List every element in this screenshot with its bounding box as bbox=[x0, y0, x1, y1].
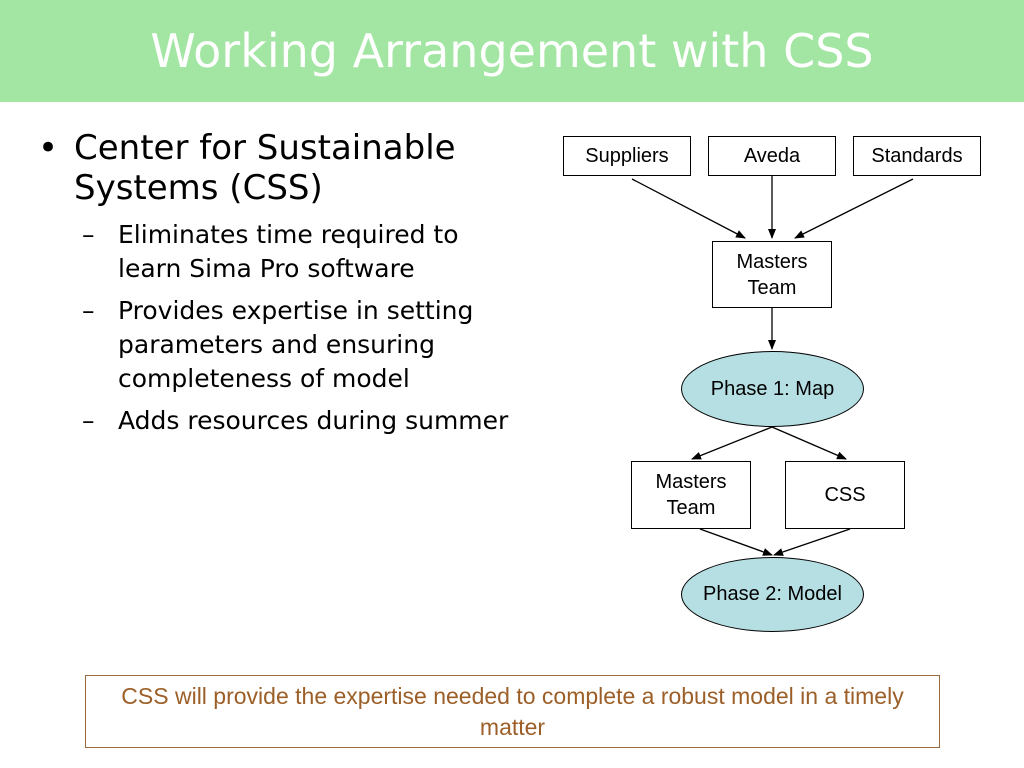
node-masters-team-top: Masters Team bbox=[712, 241, 832, 308]
sub-bullet-list: – Eliminates time required to learn Sima… bbox=[36, 218, 526, 438]
sub-bullet-marker: – bbox=[82, 406, 95, 435]
callout-text: CSS will provide the expertise needed to… bbox=[121, 682, 904, 740]
arrow-css-to-phase-2 bbox=[773, 528, 851, 556]
arrow-phase-1-to-masters-team bbox=[691, 426, 773, 460]
slide-title: Working Arrangement with CSS bbox=[150, 24, 874, 78]
node-masters-team-bottom: Masters Team bbox=[631, 461, 751, 529]
node-suppliers: Suppliers bbox=[563, 136, 691, 176]
arrow-phase-1-to-css bbox=[771, 426, 847, 460]
sub-bullet: – Adds resources during summer bbox=[82, 404, 526, 438]
bullet-main: • Center for Sustainable Systems (CSS) bbox=[36, 128, 526, 208]
node-aveda: Aveda bbox=[708, 136, 836, 176]
node-phase-2-model: Phase 2: Model bbox=[681, 557, 864, 632]
arrow-suppliers-to-masters-team bbox=[631, 178, 746, 239]
bullet-list: • Center for Sustainable Systems (CSS) –… bbox=[36, 128, 526, 446]
arrow-standards-to-masters-team bbox=[794, 178, 914, 239]
sub-bullet-text: Eliminates time required to learn Sima P… bbox=[118, 220, 459, 283]
bullet-main-text: Center for Sustainable Systems (CSS) bbox=[74, 128, 456, 208]
sub-bullet: – Eliminates time required to learn Sima… bbox=[82, 218, 526, 286]
sub-bullet-text: Provides expertise in setting parameters… bbox=[118, 296, 474, 393]
sub-bullet-marker: – bbox=[82, 296, 95, 325]
sub-bullet: – Provides expertise in setting paramete… bbox=[82, 294, 526, 396]
sub-bullet-marker: – bbox=[82, 220, 95, 249]
sub-bullet-text: Adds resources during summer bbox=[118, 406, 509, 435]
node-phase-1-map: Phase 1: Map bbox=[681, 351, 864, 427]
bullet-marker: • bbox=[38, 128, 59, 168]
node-css: CSS bbox=[785, 461, 905, 529]
callout-box: CSS will provide the expertise needed to… bbox=[85, 675, 940, 748]
arrow-masters-team-to-phase-2 bbox=[699, 528, 773, 556]
node-standards: Standards bbox=[853, 136, 981, 176]
title-bar bbox=[0, 0, 1024, 102]
